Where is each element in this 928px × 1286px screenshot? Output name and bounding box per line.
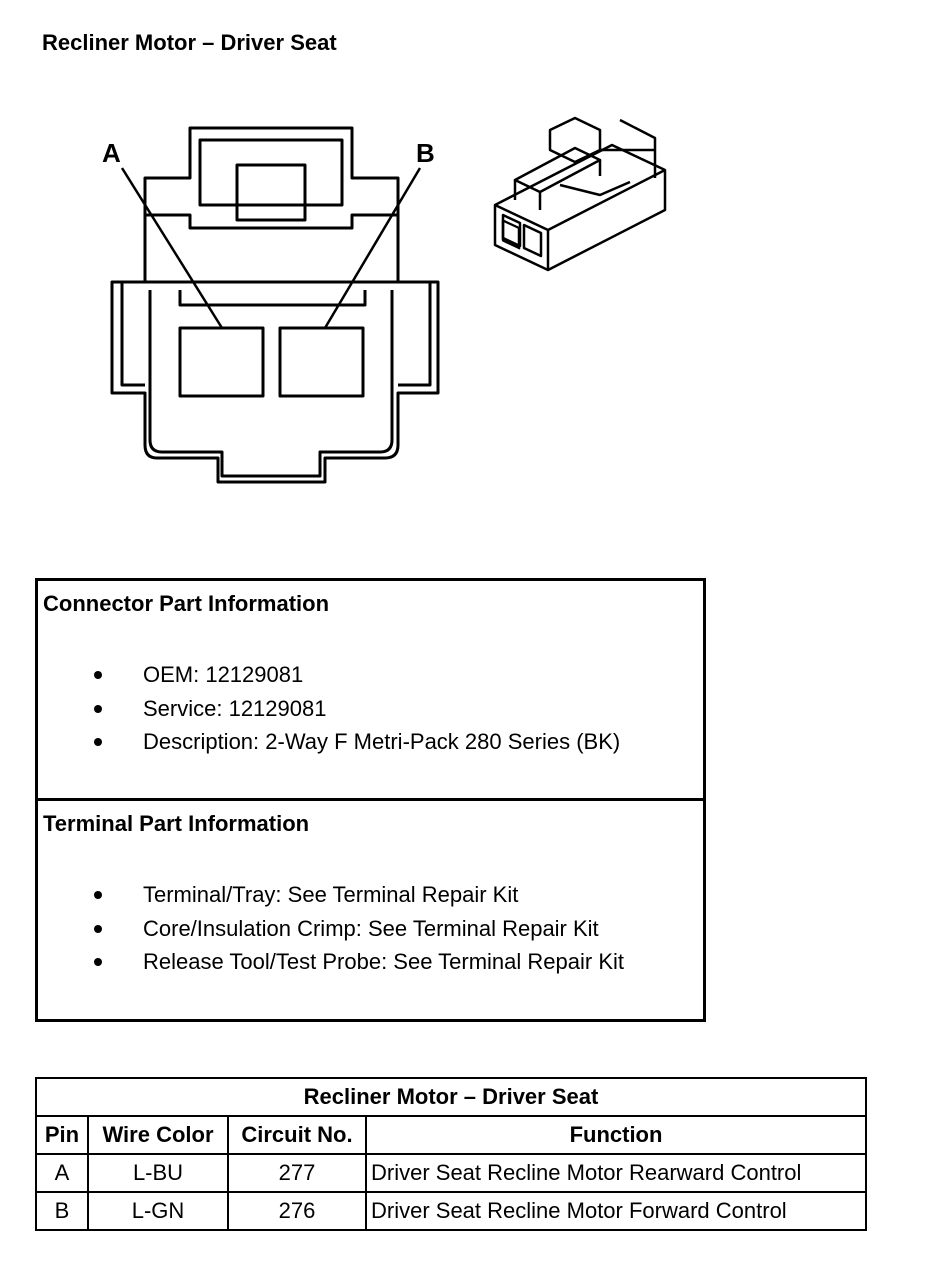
pin-table: Recliner Motor – Driver Seat Pin Wire Co…: [35, 1077, 867, 1231]
cell-circuit-no: 276: [227, 1191, 367, 1231]
cavity-a: [178, 326, 265, 398]
cell-wire-color: L-BU: [87, 1153, 229, 1193]
list-item: Release Tool/Test Probe: See Terminal Re…: [38, 950, 624, 984]
header-function: Function: [365, 1115, 867, 1155]
leader-line-b: [323, 167, 422, 329]
header-pin: Pin: [35, 1115, 89, 1155]
connector-info-title: Connector Part Information: [43, 591, 330, 616]
cell-circuit-no: 277: [227, 1153, 367, 1193]
terminal-info-box: Terminal Part Information Terminal/Tray:…: [35, 798, 706, 1022]
cell-pin: B: [35, 1191, 89, 1231]
table-caption: Recliner Motor – Driver Seat: [35, 1077, 867, 1117]
connector-info-list: OEM: 12129081 Service: 12129081 Descript…: [38, 663, 620, 764]
bullet-icon: [94, 704, 102, 713]
pin-label-a: A: [102, 138, 121, 168]
connector-top-ledge: [145, 213, 398, 230]
bullet-icon: [94, 738, 102, 746]
pin-label-b: B: [416, 138, 435, 168]
list-item: Core/Insulation Crimp: See Terminal Repa…: [38, 916, 624, 951]
table-row: B L-GN 276 Driver Seat Recline Motor For…: [35, 1191, 867, 1231]
page-title: Recliner Motor – Driver Seat: [42, 30, 337, 55]
connector-side-right: [398, 282, 432, 387]
table-row: A L-BU 277 Driver Seat Recline Motor Rea…: [35, 1153, 867, 1193]
connector-latch: [198, 138, 344, 207]
cell-function: Driver Seat Recline Motor Rearward Contr…: [365, 1153, 867, 1193]
cavity-b: [278, 326, 365, 398]
connector-side-left: [120, 282, 145, 387]
bullet-icon: [94, 671, 102, 679]
list-item: Terminal/Tray: See Terminal Repair Kit: [38, 883, 624, 917]
connector-inner-frame: [148, 290, 394, 478]
connector-isometric-view: [493, 116, 667, 272]
header-circuit-no: Circuit No.: [227, 1115, 367, 1155]
table-caption-row: Recliner Motor – Driver Seat: [35, 1077, 867, 1117]
terminal-info-title: Terminal Part Information: [43, 811, 310, 836]
connector-shelf: [145, 280, 398, 307]
list-item: OEM: 12129081: [38, 663, 620, 697]
header-wire-color: Wire Color: [87, 1115, 229, 1155]
leader-line-a: [120, 167, 224, 329]
connector-face-outline: [110, 126, 440, 484]
connector-diagram: A B: [102, 116, 667, 484]
bullet-icon: [94, 958, 102, 966]
terminal-info-list: Terminal/Tray: See Terminal Repair Kit C…: [38, 883, 624, 984]
cell-function: Driver Seat Recline Motor Forward Contro…: [365, 1191, 867, 1231]
list-item: Description: 2-Way F Metri-Pack 280 Seri…: [38, 730, 620, 764]
table-header-row: Pin Wire Color Circuit No. Function: [35, 1115, 867, 1155]
cell-pin: A: [35, 1153, 89, 1193]
bullet-icon: [94, 891, 102, 899]
connector-center-notch: [235, 163, 307, 222]
cell-wire-color: L-GN: [87, 1191, 229, 1231]
list-item: Service: 12129081: [38, 696, 620, 731]
connector-info-box: Connector Part Information OEM: 12129081…: [35, 578, 706, 801]
bullet-icon: [94, 924, 102, 933]
